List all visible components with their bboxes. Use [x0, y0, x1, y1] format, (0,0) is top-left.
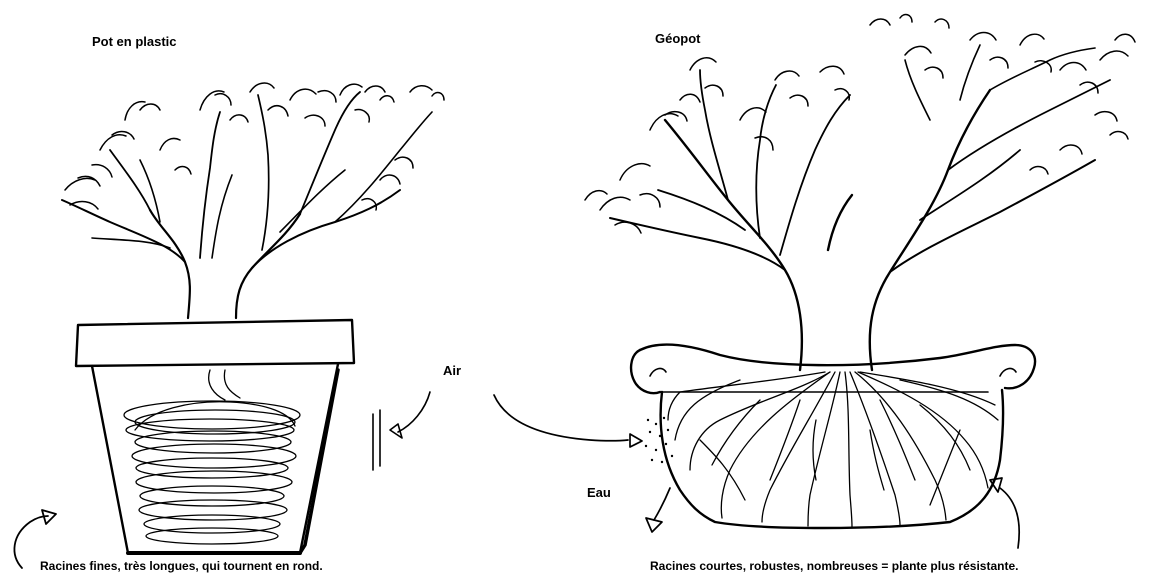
air-label: Air — [443, 363, 461, 378]
water-arrow-left — [646, 488, 670, 532]
plastic-pot-title: Pot en plastic — [92, 34, 177, 49]
air-wall-marker — [373, 392, 430, 470]
circling-roots — [124, 370, 300, 544]
plastic-pot-caption: Racines fines, très longues, qui tournen… — [40, 559, 323, 573]
eau-label: Eau — [587, 485, 611, 500]
water-arrow-right — [990, 478, 1019, 548]
fabric-pores — [645, 417, 673, 463]
left-tree — [62, 83, 444, 318]
geopot — [631, 345, 1035, 528]
geopot-title: Géopot — [655, 31, 701, 46]
spreading-roots — [668, 372, 998, 527]
air-arrow — [494, 395, 642, 447]
right-tree — [585, 15, 1135, 370]
plastic-pot — [76, 320, 354, 553]
geopot-caption: Racines courtes, robustes, nombreuses = … — [650, 559, 1018, 573]
